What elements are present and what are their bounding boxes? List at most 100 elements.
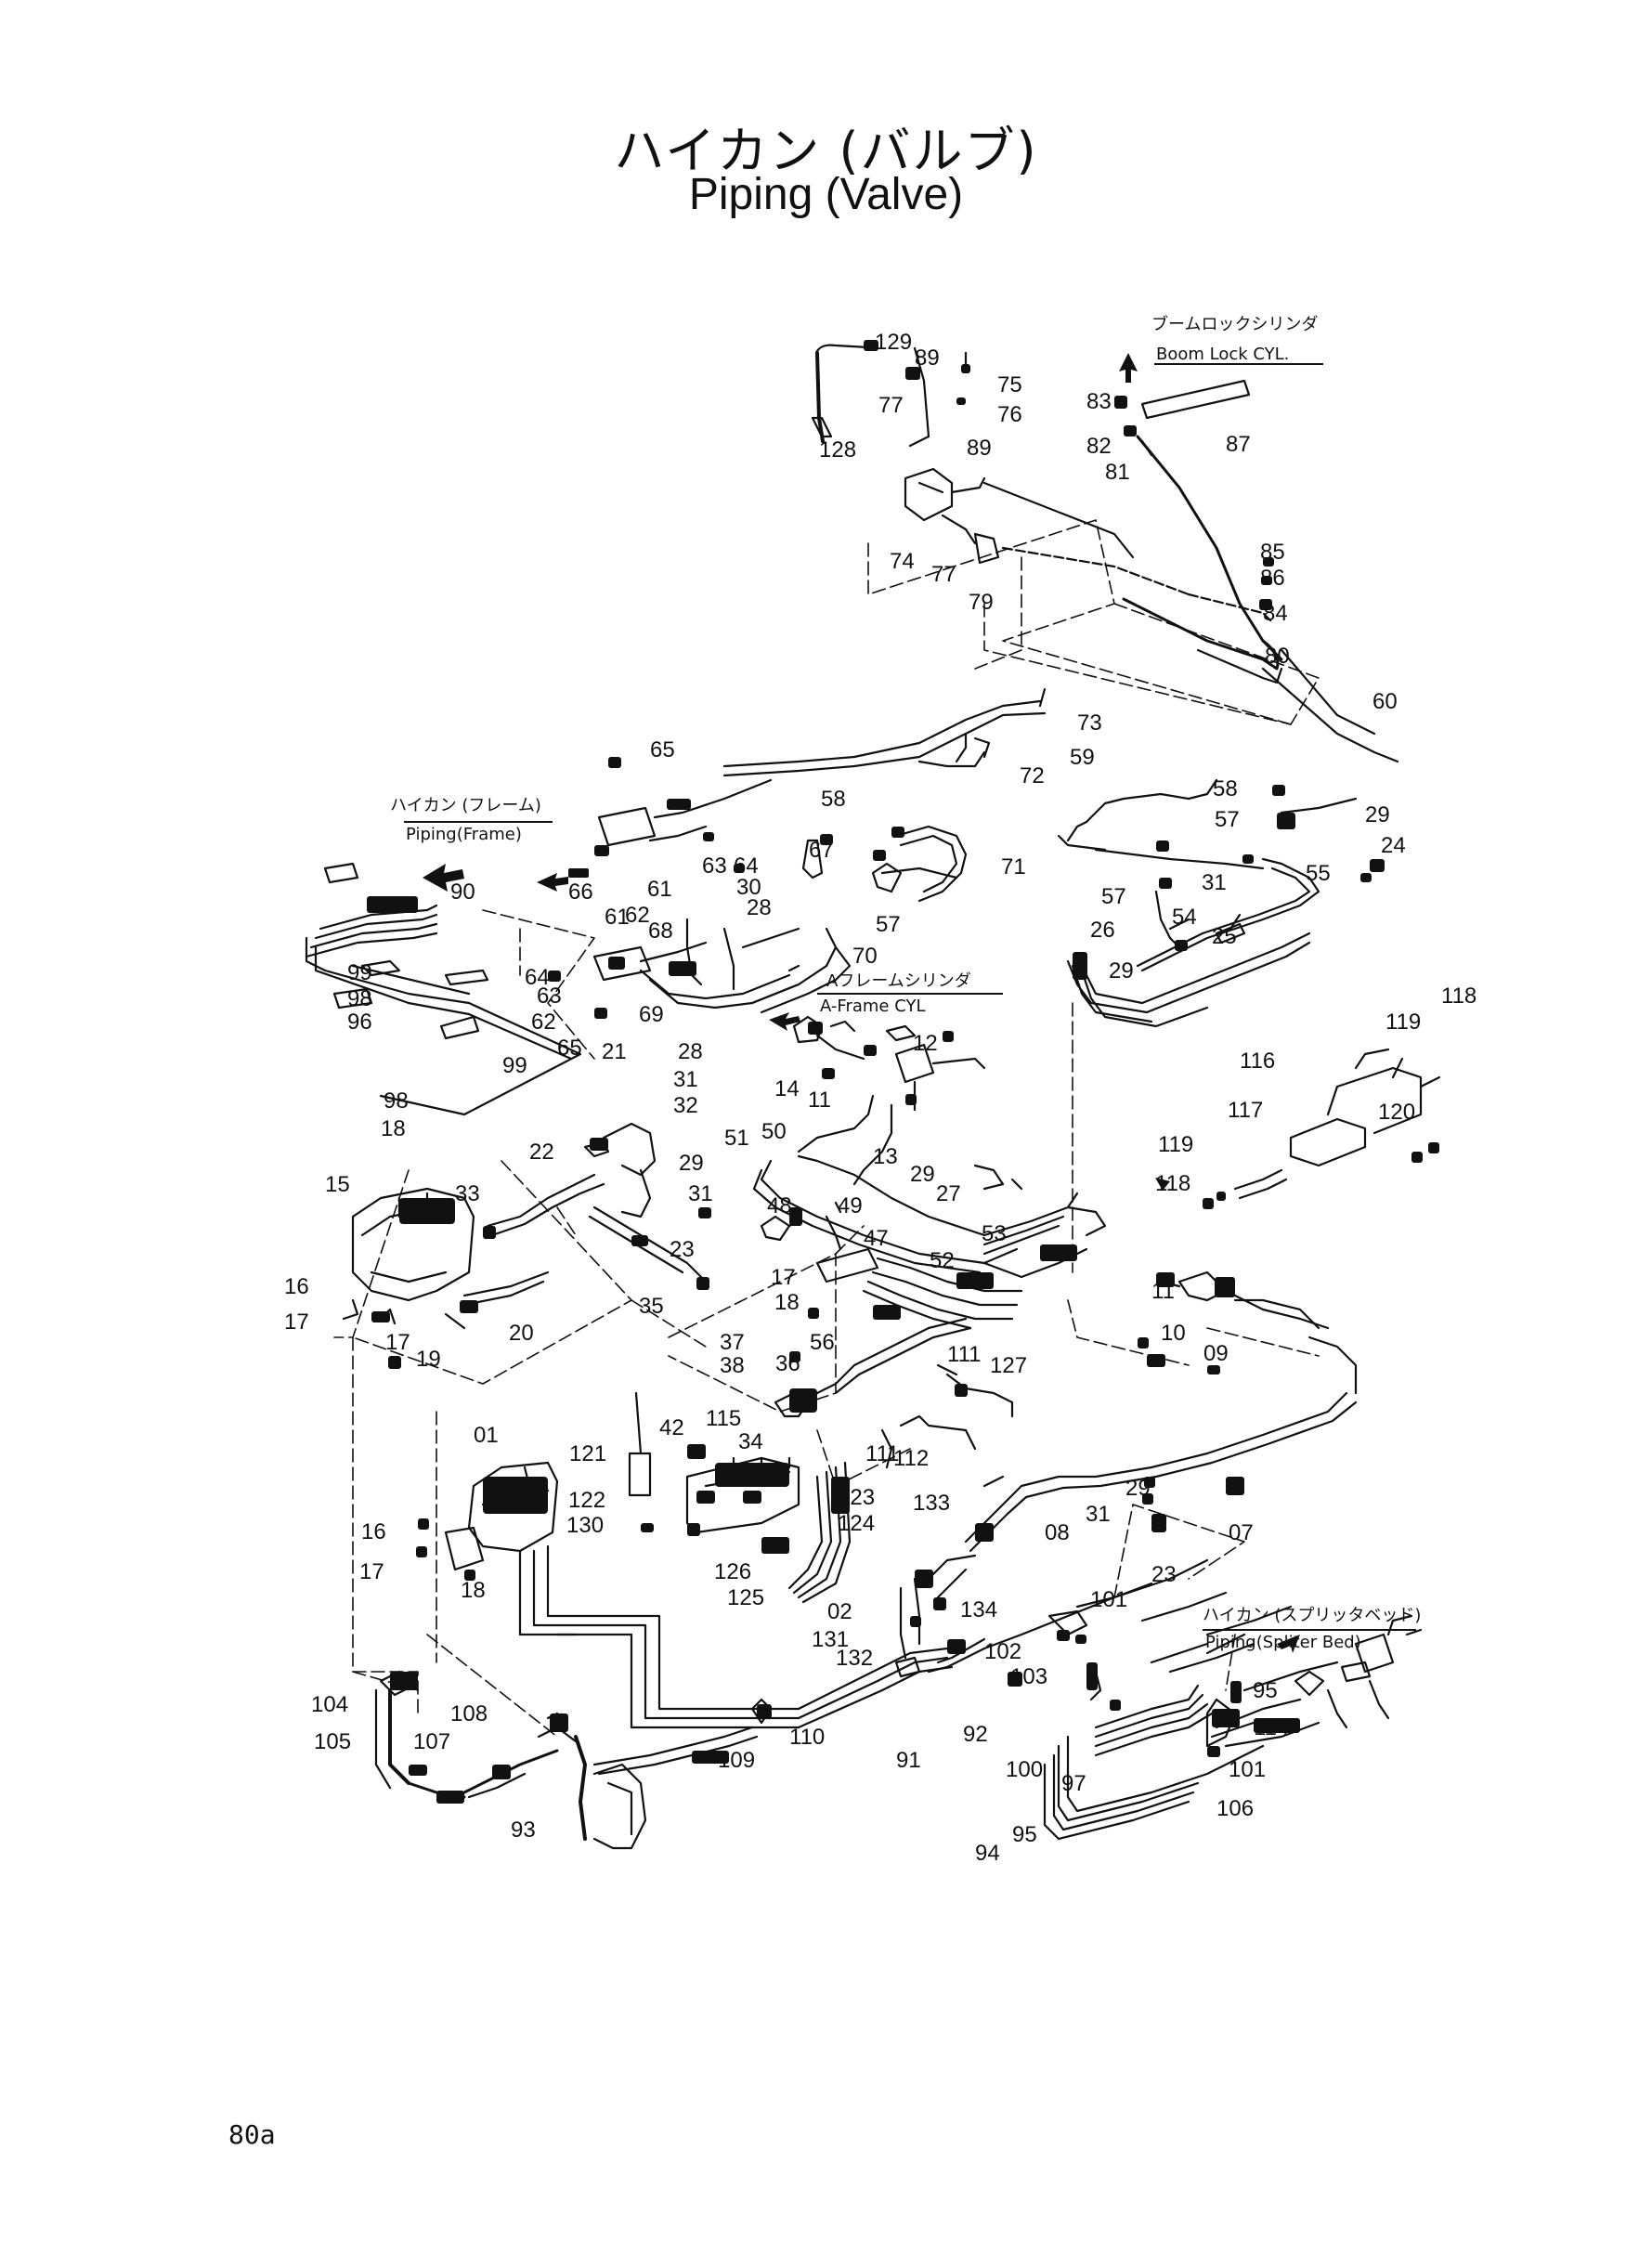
part-number-11: 11 (1151, 1279, 1175, 1304)
part-number-62: 62 (531, 1010, 556, 1035)
part-number-24: 24 (1381, 833, 1406, 858)
part-number-23: 23 (670, 1237, 695, 1262)
part-number-95: 95 (1012, 1822, 1037, 1847)
part-number-60: 60 (1372, 689, 1398, 714)
part-number-96: 96 (347, 1010, 372, 1035)
part-number-61: 61 (647, 877, 672, 902)
part-number-17: 17 (359, 1559, 384, 1584)
part-number-118: 118 (1155, 1171, 1190, 1196)
part-number-13: 13 (873, 1144, 898, 1169)
part-number-12: 12 (913, 1031, 938, 1056)
part-number-09: 09 (1203, 1341, 1229, 1366)
title-english: Piping (Valve) (688, 170, 964, 219)
part-number-131: 131 (812, 1627, 849, 1652)
part-number-84: 84 (1263, 601, 1288, 626)
part-number-23: 23 (1151, 1562, 1177, 1587)
part-number-119: 119 (1158, 1132, 1193, 1157)
part-number-73: 73 (1077, 710, 1102, 736)
part-number-79: 79 (969, 590, 994, 615)
part-number-58: 58 (1213, 776, 1238, 801)
part-number-18: 18 (381, 1116, 406, 1141)
part-number-17: 17 (284, 1309, 309, 1335)
part-number-29: 29 (1365, 802, 1390, 827)
part-number-28: 28 (747, 895, 772, 920)
part-number-31: 31 (688, 1181, 713, 1206)
part-number-122: 122 (568, 1488, 605, 1513)
part-number-85: 85 (1260, 540, 1285, 565)
part-number-65: 65 (557, 1036, 582, 1061)
part-number-16: 16 (284, 1274, 309, 1299)
part-number-94: 94 (975, 1841, 1000, 1866)
part-number-63: 63 (702, 853, 727, 879)
part-number-67: 67 (809, 838, 834, 863)
part-number-101: 101 (1090, 1587, 1127, 1612)
part-number-95: 95 (1253, 1678, 1278, 1703)
part-number-33: 33 (455, 1181, 480, 1206)
part-number-83: 83 (1086, 389, 1112, 414)
part-number-38: 38 (720, 1353, 745, 1378)
part-number-98: 98 (347, 986, 372, 1011)
part-number-72: 72 (1020, 763, 1045, 788)
part-number-133: 133 (913, 1491, 950, 1516)
part-number-34: 34 (738, 1429, 763, 1454)
caption-spliter-jp: ハイカン (スプリッタベッド) (1203, 1606, 1421, 1625)
part-number-128: 128 (819, 437, 856, 463)
part-number-31: 31 (1202, 870, 1227, 895)
caption-boom-lock-jp: ブームロックシリンダ (1151, 314, 1318, 334)
part-number-28: 28 (678, 1039, 703, 1064)
part-number-108: 108 (450, 1701, 488, 1726)
part-number-50: 50 (761, 1119, 787, 1144)
part-number-02: 02 (827, 1599, 852, 1624)
part-number-87: 87 (1226, 432, 1251, 457)
page-number: 80a (228, 2119, 276, 2150)
part-number-57: 57 (1101, 884, 1126, 909)
part-number-93: 93 (511, 1818, 536, 1843)
part-number-120: 120 (1378, 1100, 1415, 1125)
part-number-126: 126 (714, 1559, 751, 1584)
part-number-90: 90 (450, 879, 475, 905)
part-number-134: 134 (960, 1597, 997, 1622)
part-number-21: 21 (602, 1039, 627, 1064)
part-number-19: 19 (416, 1347, 441, 1372)
part-number-124: 124 (838, 1511, 875, 1536)
part-number-17: 17 (771, 1265, 796, 1290)
part-number-102: 102 (984, 1639, 1021, 1664)
caption-frame-jp: ハイカン (フレーム) (390, 796, 541, 815)
part-number-42: 42 (659, 1415, 684, 1440)
part-number-77: 77 (878, 393, 904, 418)
part-number-48: 48 (767, 1193, 792, 1218)
part-number-47: 47 (864, 1226, 889, 1251)
part-number-32: 32 (673, 1093, 698, 1118)
part-number-80: 80 (1265, 644, 1290, 669)
part-number-30: 30 (736, 875, 761, 900)
part-number-119: 119 (1385, 1010, 1421, 1035)
part-number-57: 57 (1215, 807, 1240, 832)
part-number-97: 97 (1061, 1771, 1086, 1796)
part-number-101: 101 (1229, 1757, 1266, 1782)
part-number-117: 117 (1228, 1098, 1263, 1123)
part-number-61: 61 (605, 905, 630, 930)
part-number-125: 125 (727, 1585, 764, 1610)
part-number-35: 35 (639, 1294, 664, 1319)
part-number-100: 100 (1006, 1757, 1043, 1782)
part-number-109: 109 (718, 1748, 755, 1773)
part-number-53: 53 (982, 1221, 1007, 1246)
caption-frame-en: Piping(Frame) (406, 825, 522, 844)
part-number-92: 92 (963, 1722, 988, 1747)
part-number-59: 59 (1070, 745, 1095, 770)
part-number-111: 111 (865, 1441, 899, 1466)
part-number-68: 68 (648, 919, 673, 944)
part-number-31: 31 (1086, 1502, 1111, 1527)
part-number-116: 116 (1240, 1049, 1275, 1074)
part-number-25: 25 (1212, 924, 1237, 949)
part-number-56: 56 (810, 1330, 835, 1355)
part-number-86: 86 (1260, 566, 1285, 591)
part-number-65: 65 (650, 737, 675, 762)
part-number-55: 55 (1306, 861, 1331, 886)
part-number-29: 29 (1125, 1476, 1151, 1501)
dashed-guides (333, 519, 1320, 1738)
part-number-20: 20 (509, 1321, 534, 1346)
part-number-132: 132 (836, 1646, 873, 1671)
part-number-103: 103 (1010, 1664, 1047, 1689)
